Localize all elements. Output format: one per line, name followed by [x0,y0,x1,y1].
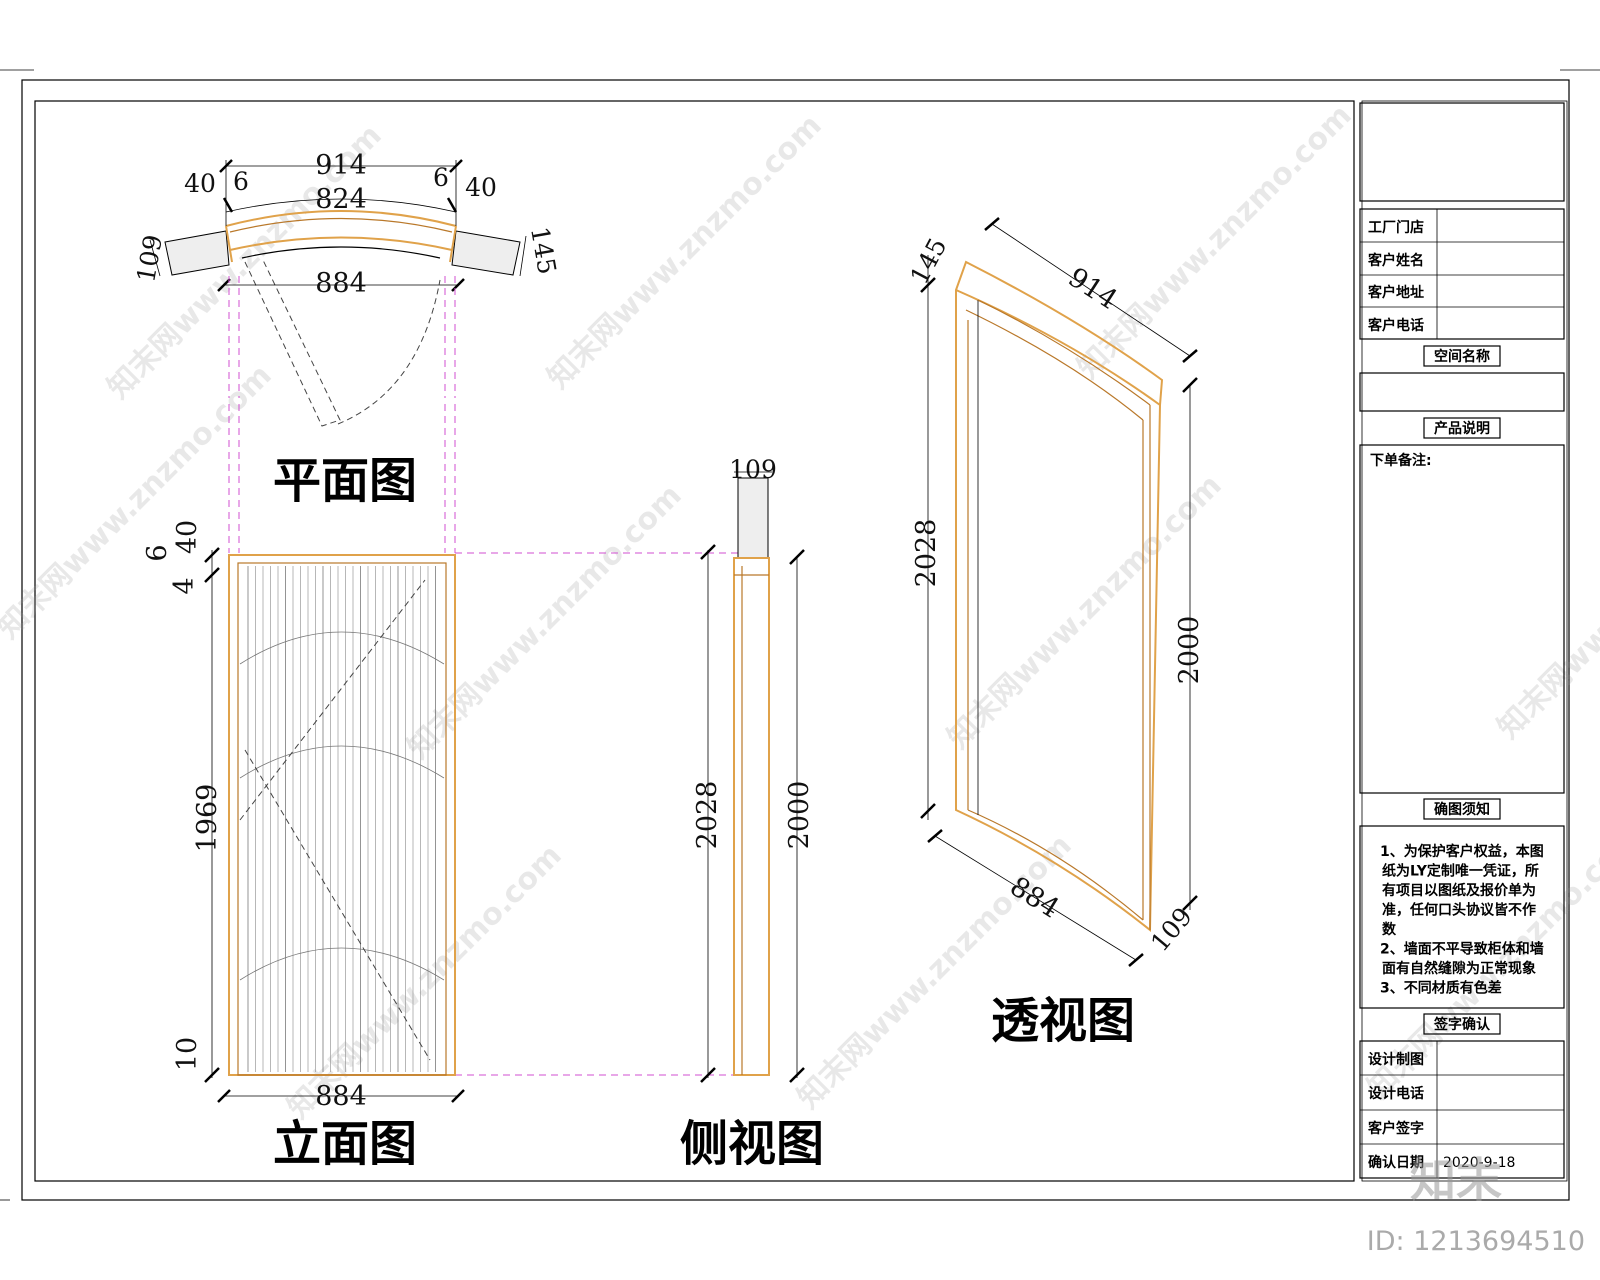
plan-dim-right-gap: 6 [433,163,449,192]
elevation-dim-height: 1969 [192,784,223,853]
side-dim-height-b: 2000 [784,781,815,850]
side-wall-block [737,477,769,559]
perspective-dim-top-width: 914 [1063,262,1123,316]
elevation-flutes [247,566,436,1072]
perspective-dim-bottom-depth: 109 [1145,902,1198,957]
plan-door-swing-leaf [244,257,341,427]
plan-dim-inner-width: 824 [315,184,367,215]
elevation-view: 6 40 4 1969 10 884 立面图 [142,520,465,1172]
watermark-text: 知末网www.znzmo.com [1071,98,1359,386]
plan-door-leaf [241,246,441,259]
confirm-notice-label: 确图须知 [1434,801,1490,818]
plan-wall-right [451,230,521,276]
perspective-dim-height-left: 2028 [911,519,942,588]
perspective-dim-top-depth: 145 [904,233,952,289]
notice-line: 纸为LY定制唯一凭证，所 [1382,863,1539,880]
product-desc-label: 产品说明 [1434,420,1490,437]
watermark-text: 知末网www.znzmo.com [0,358,279,646]
plan-casing-line [229,217,453,233]
side-view-title: 侧视图 [680,1116,824,1172]
sheet-border [0,69,1600,1201]
plan-door-swing-arc [337,279,441,425]
title-block: 工厂门店 客户姓名 客户地址 客户电话 空间名称 产品说明 下单备注: 确图须知… [1359,102,1565,1179]
plan-dim-left-wall: 109 [131,233,168,285]
customer-name-label: 客户姓名 [1367,252,1424,269]
side-dim-height-a: 2028 [692,781,723,850]
notice-line: 数 [1382,921,1397,938]
elevation-dim-top-a: 6 [142,544,173,561]
image-id-text: ID: 1213694510 [1367,1226,1585,1257]
watermark-text: 知末网www.znzmo.com [941,468,1229,756]
customer-address-label: 客户地址 [1367,284,1424,301]
projection-lines [228,276,738,1076]
customer-sign-label: 客户签字 [1367,1120,1424,1137]
plan-casing-outer [225,210,457,227]
title-block-logo-box [1359,102,1565,202]
watermark-text: 知末网www.znzmo.com [1491,458,1600,746]
designer-phone-label: 设计电话 [1368,1085,1424,1102]
plan-dim-left-casing: 40 [184,169,216,198]
elevation-view-title: 立面图 [273,1116,417,1172]
space-name-label: 空间名称 [1434,348,1490,365]
plan-casing-inner [229,236,453,251]
plan-dim-bottom-width: 884 [315,268,367,299]
plan-wall-left [164,230,230,276]
elevation-dim-top-c: 4 [169,577,200,594]
elevation-dim-width: 884 [315,1081,367,1112]
plan-view: 914 824 884 40 6 6 40 109 145 平面图 [131,150,562,509]
confirm-date-value: 2020-9-18 [1443,1155,1515,1171]
perspective-frame-outer [955,260,1164,933]
side-view: 109 2028 2000 侧视图 [680,455,824,1172]
signature-label: 签字确认 [1433,1016,1491,1033]
designer-label: 设计制图 [1368,1051,1424,1068]
notice-line: 2、墙面不平导致柜体和墙 [1380,941,1544,958]
perspective-dim-height-right: 2000 [1174,616,1205,685]
confirm-date-label: 确认日期 [1368,1154,1424,1171]
notice-lines: 1、为保护客户权益，本图纸为LY定制唯一凭证，所有项目以图纸及报价单为准，任何口… [1380,843,1544,997]
plan-dim-right-wall: 145 [525,225,562,277]
notice-line: 准，任何口头协议皆不作 [1382,902,1536,919]
factory-label: 工厂门店 [1368,219,1424,236]
side-door-profile [733,557,770,1076]
customer-phone-label: 客户电话 [1367,317,1424,334]
notice-line: 面有自然缝隙为正常现象 [1382,960,1536,977]
watermark-text: 知末网www.znzmo.com [401,478,689,766]
plan-dim-outer-width: 914 [315,150,367,181]
notice-line: 有项目以图纸及报价单为 [1382,882,1536,899]
notice-line: 1、为保护客户权益，本图 [1380,843,1544,860]
watermark-text: 知末网www.znzmo.com [791,828,1079,1116]
elevation-frame-inner [237,562,447,1076]
elevation-dim-top-b: 40 [172,520,203,554]
notice-line: 3、不同材质有色差 [1380,980,1502,997]
znzmo-logo: 知末 [1410,1153,1502,1207]
plan-dim-right-casing: 40 [465,173,497,202]
watermark-text: 知末网www.znzmo.com [541,108,829,396]
plan-view-title: 平面图 [273,453,417,509]
elevation-dim-bottom: 10 [172,1037,203,1071]
side-dim-wall: 109 [729,455,777,484]
plan-dim-left-gap: 6 [233,167,249,196]
order-notes-label: 下单备注: [1370,452,1432,469]
perspective-view-title: 透视图 [991,993,1135,1049]
